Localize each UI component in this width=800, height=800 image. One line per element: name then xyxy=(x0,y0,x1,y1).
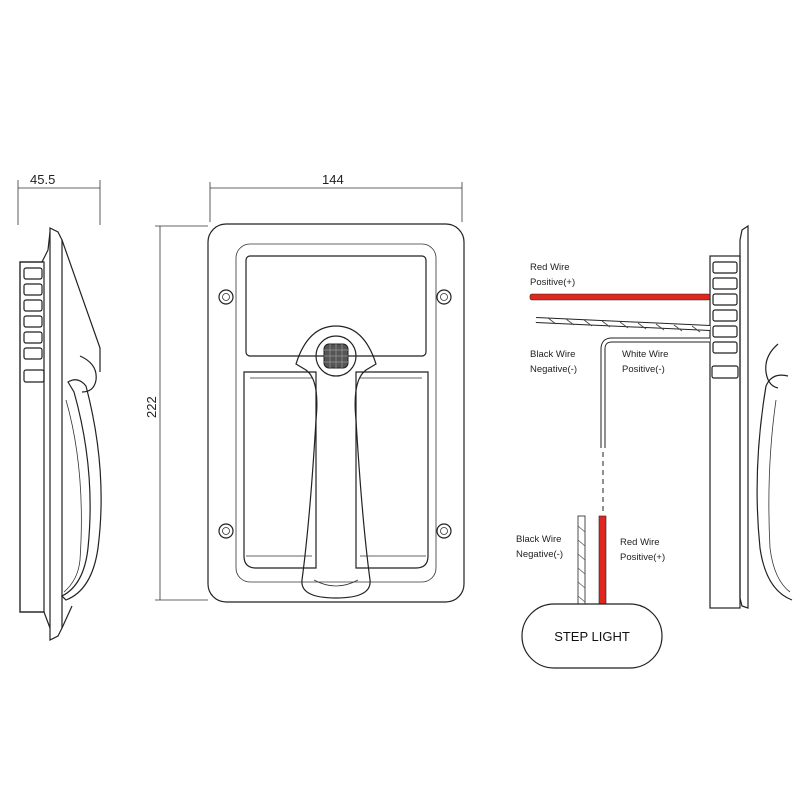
side-view-right xyxy=(709,224,793,609)
screw-holes xyxy=(218,289,452,539)
right-handle xyxy=(756,374,793,601)
step-light-red-wire xyxy=(598,515,607,605)
top-red-wire-label-1: Red Wire xyxy=(530,262,570,273)
front-view: 144 222 xyxy=(144,172,465,603)
front-outer-plate xyxy=(207,223,465,603)
step-light-black-wire xyxy=(577,515,586,605)
bottom-red-wire-label-2: Positive(+) xyxy=(620,552,665,563)
height-dimension-label: 222 xyxy=(144,396,159,418)
side-profile-view: 45.5 xyxy=(17,172,102,641)
side-fins xyxy=(23,267,45,383)
step-light-box xyxy=(521,603,663,669)
front-handle xyxy=(295,325,377,599)
black-white-wire xyxy=(535,317,711,333)
width-dimension-label: 144 xyxy=(322,172,344,187)
white-wire xyxy=(601,338,710,448)
bottom-red-wire-label-1: Red Wire xyxy=(620,537,660,548)
side-handle-inner xyxy=(63,399,82,593)
left-pocket xyxy=(243,371,317,569)
right-housing xyxy=(709,255,741,609)
right-lens xyxy=(765,343,779,389)
white-wire-label-1: White Wire xyxy=(622,349,668,360)
lens-pattern xyxy=(324,344,348,368)
lens-ring xyxy=(315,335,357,377)
top-red-wire-label-2: Positive(+) xyxy=(530,277,575,288)
upper-recess xyxy=(245,255,427,357)
step-light-label: STEP LIGHT xyxy=(554,629,630,644)
side-flange xyxy=(49,227,63,641)
right-fins xyxy=(711,261,739,379)
right-pocket xyxy=(355,371,429,569)
right-flange xyxy=(739,224,749,609)
top-red-wire xyxy=(529,293,711,301)
front-recess-border xyxy=(235,243,437,583)
right-handle-inner xyxy=(768,399,791,593)
white-wire-label-2: Positive(-) xyxy=(622,364,665,375)
side-handle xyxy=(60,379,102,601)
black-wire-label-2: Negative(-) xyxy=(530,364,577,375)
side-wedge-top xyxy=(61,239,101,372)
bottom-black-wire-label-2: Negative(-) xyxy=(516,549,563,560)
side-housing xyxy=(19,261,45,613)
front-handle-bottom-curve xyxy=(313,579,359,587)
depth-dimension-label: 45.5 xyxy=(30,172,55,187)
side-lens xyxy=(79,355,97,393)
bottom-black-wire-label-1: Black Wire xyxy=(516,534,561,545)
side-wedge-bottom xyxy=(61,605,73,629)
black-wire-label-1: Black Wire xyxy=(530,349,575,360)
